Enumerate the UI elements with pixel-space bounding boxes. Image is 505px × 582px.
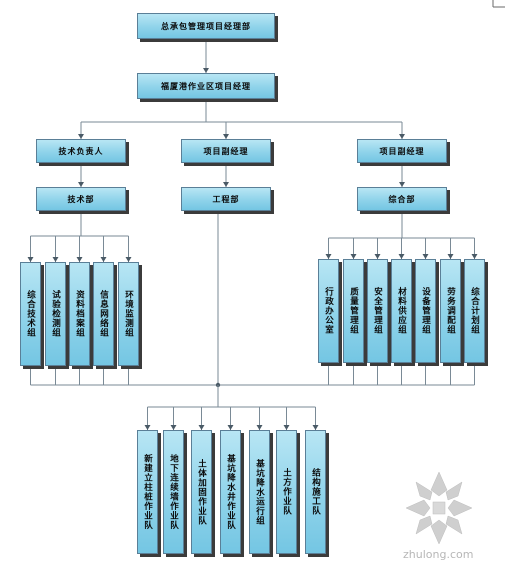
connector-arrow (223, 134, 229, 139)
connector-arrow (256, 425, 263, 430)
connector-arrow (52, 257, 59, 262)
connector-arrow (76, 257, 83, 262)
admin-group-6: 劳务调配组 (440, 259, 461, 363)
deputy-manager-right-box: 项目副经理 (357, 139, 447, 163)
deputy-manager-center-box: 项目副经理 (181, 139, 271, 163)
work-team-4: 基坑降水井作业队 (220, 430, 241, 554)
connector-arrow (447, 254, 454, 259)
connector-arrow (223, 182, 229, 187)
tech-group-1: 综合技术组 (20, 262, 41, 366)
connector-arrow (203, 68, 209, 73)
tech-group-2: 试验检测组 (45, 262, 66, 366)
connector-arrow (227, 425, 234, 430)
connector-arrow (471, 254, 478, 259)
connector-arrow (399, 134, 405, 139)
admin-group-5: 设备管理组 (415, 259, 436, 363)
tech-group-3: 资料档案组 (69, 262, 90, 366)
project-manager-box: 福厦港作业区项目经理 (137, 73, 275, 99)
connector-arrow (283, 425, 290, 430)
connector-arrow (170, 425, 177, 430)
connector-arrow (144, 425, 151, 430)
connector-arrow (399, 182, 405, 187)
engineering-dept-box: 工程部 (181, 187, 271, 211)
work-team-6: 土方作业队 (276, 430, 297, 554)
connector-arrow (398, 254, 405, 259)
admin-group-4: 材料供应组 (391, 259, 412, 363)
connector-arrow (27, 257, 34, 262)
admin-group-2: 质量管理组 (343, 259, 364, 363)
watermark-text: zhulong.com (403, 548, 474, 561)
corner-mark-icon (492, 0, 505, 8)
connector-arrow (350, 254, 357, 259)
work-team-5: 基坑降水运行组 (249, 430, 270, 554)
general-dept-box: 综合部 (357, 187, 447, 211)
admin-group-1: 行政办公室 (318, 259, 339, 363)
admin-group-7: 综合计划组 (464, 259, 485, 363)
connector-arrow (325, 254, 332, 259)
tech-dept-box: 技术部 (36, 187, 126, 211)
tech-lead-box: 技术负责人 (36, 139, 126, 163)
connector-arrow (312, 425, 319, 430)
admin-group-3: 安全管理组 (367, 259, 388, 363)
connector-arrow (78, 134, 84, 139)
work-team-3: 土体加固作业队 (191, 430, 212, 554)
tech-group-5: 环境监测组 (118, 262, 139, 366)
work-team-1: 新建立柱桩作业队 (137, 430, 158, 554)
connector-arrow (422, 254, 429, 259)
top-box: 总承包管理项目经理部 (137, 13, 275, 39)
connector-arrow (78, 182, 84, 187)
connector-arrow (125, 257, 132, 262)
work-team-2: 地下连续墙作业队 (163, 430, 184, 554)
connector-arrow (100, 257, 107, 262)
watermark-logo-icon (405, 471, 473, 545)
connector-arrow (374, 254, 381, 259)
tech-group-4: 信息网络组 (93, 262, 114, 366)
work-team-7: 结构施工队 (305, 430, 326, 554)
connector-arrow (198, 425, 205, 430)
